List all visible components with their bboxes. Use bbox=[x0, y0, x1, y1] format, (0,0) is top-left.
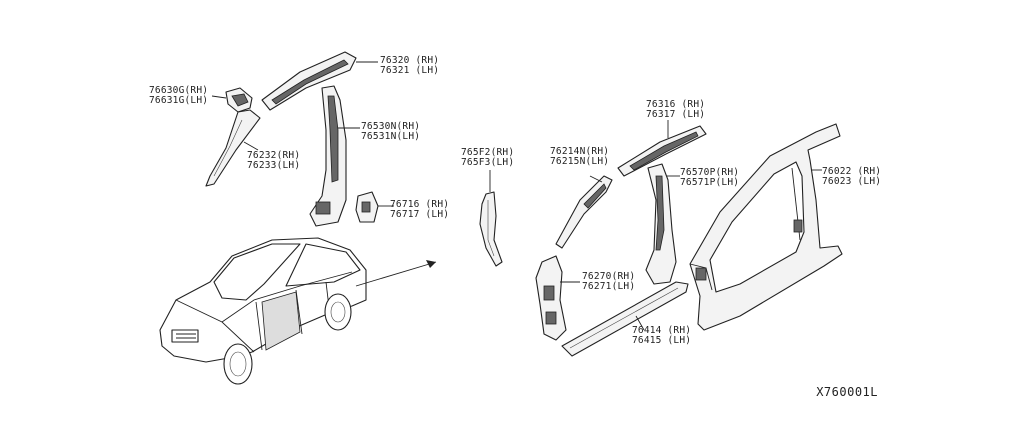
part-76232 bbox=[205, 109, 261, 187]
vehicle-illustration bbox=[159, 237, 437, 385]
label-76530n: 76530N(RH) 76531N(LH) bbox=[361, 122, 420, 142]
label-765f2: 765F2(RH) 765F3(LH) bbox=[461, 148, 514, 168]
label-rh: 76022 (RH) bbox=[822, 166, 882, 177]
label-rh: 76270(RH) bbox=[582, 271, 636, 282]
label-lh: 76271(LH) bbox=[582, 281, 636, 292]
label-lh: 76571P(LH) bbox=[680, 177, 740, 188]
label-76214n: 76214N(RH) 76215N(LH) bbox=[550, 147, 609, 167]
label-lh: 76023 (LH) bbox=[822, 176, 882, 187]
label-76316: 76316 (RH) 76317 (LH) bbox=[646, 100, 705, 120]
label-76630g: 76630G(RH) 76631G(LH) bbox=[149, 86, 208, 106]
label-76270: 76270(RH) 76271(LH) bbox=[582, 272, 635, 292]
part-765f2 bbox=[479, 191, 503, 267]
label-rh: 76414 (RH) bbox=[632, 325, 692, 336]
label-76022: 76022 (RH) 76023 (LH) bbox=[822, 167, 881, 187]
part-76022 bbox=[689, 123, 843, 331]
label-rh: 76320 (RH) bbox=[380, 55, 440, 66]
label-lh: 76317 (LH) bbox=[646, 109, 706, 120]
label-76232: 76232(RH) 76233(LH) bbox=[247, 151, 300, 171]
label-lh: 765F3(LH) bbox=[461, 157, 515, 168]
label-rh: 76716 (RH) bbox=[390, 199, 450, 210]
label-lh: 76631G(LH) bbox=[149, 95, 209, 106]
label-rh: 76316 (RH) bbox=[646, 99, 706, 110]
diagram-code: X760001L bbox=[816, 385, 878, 399]
label-lh: 76415 (LH) bbox=[632, 335, 692, 346]
label-lh: 76717 (LH) bbox=[390, 209, 450, 220]
label-76320: 76320 (RH) 76321 (LH) bbox=[380, 56, 439, 76]
label-76570p: 76570P(RH) 76571P(LH) bbox=[680, 168, 739, 188]
label-rh: 76530N(RH) bbox=[361, 121, 421, 132]
label-rh: 765F2(RH) bbox=[461, 147, 515, 158]
label-rh: 76214N(RH) bbox=[550, 146, 610, 157]
label-rh: 76232(RH) bbox=[247, 150, 301, 161]
label-lh: 76531N(LH) bbox=[361, 131, 421, 142]
label-76414: 76414 (RH) 76415 (LH) bbox=[632, 326, 691, 346]
label-lh: 76233(LH) bbox=[247, 160, 301, 171]
label-lh: 76321 (LH) bbox=[380, 65, 440, 76]
part-76414 bbox=[561, 281, 689, 357]
label-rh: 76630G(RH) bbox=[149, 85, 209, 96]
label-76716: 76716 (RH) 76717 (LH) bbox=[390, 200, 449, 220]
label-rh: 76570P(RH) bbox=[680, 167, 740, 178]
label-lh: 76215N(LH) bbox=[550, 156, 610, 167]
